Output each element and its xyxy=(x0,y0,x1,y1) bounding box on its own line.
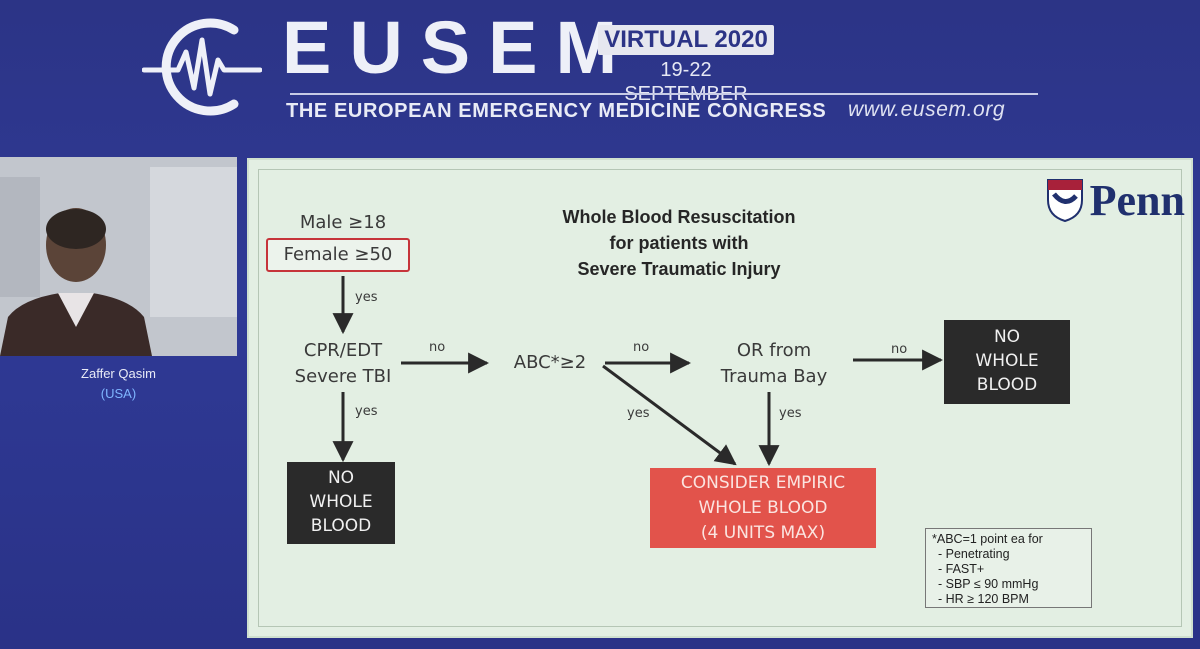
edge-label-no: no xyxy=(633,340,650,355)
empiric-line: (4 UNITS MAX) xyxy=(700,523,826,543)
empiric-line: CONSIDER EMPIRIC xyxy=(680,473,846,493)
edge-label-no: no xyxy=(891,342,908,357)
slide-title-line: Severe Traumatic Injury xyxy=(577,259,781,279)
empiric-line: WHOLE BLOOD xyxy=(698,498,828,518)
node-exclusion-line: Severe TBI xyxy=(294,366,392,387)
edge-label-no: no xyxy=(429,340,446,355)
edge-label-yes: yes xyxy=(355,404,378,419)
edge-label-yes: yes xyxy=(627,406,650,421)
node-consider-empiric-whole-blood: CONSIDER EMPIRIC WHOLE BLOOD (4 UNITS MA… xyxy=(650,468,876,548)
event-header: EUSEM VIRTUAL 2020 19-22 SEPTEMBER THE E… xyxy=(0,0,1200,150)
slide-title-line: for patients with xyxy=(609,233,749,253)
legend-heading: *ABC=1 point ea for xyxy=(932,532,1043,546)
eusem-logo-icon xyxy=(142,18,262,116)
no-blood-line: BLOOD xyxy=(310,516,372,536)
congress-name: THE EUROPEAN EMERGENCY MEDICINE CONGRESS xyxy=(286,100,827,122)
node-age-criteria-female: Female ≥50 xyxy=(266,238,410,272)
node-or-line: Trauma Bay xyxy=(720,366,828,387)
node-age-criteria-male: Male ≥18 xyxy=(299,212,387,233)
arrow-abc-to-empiric xyxy=(602,364,737,466)
node-or-line: OR from xyxy=(736,340,812,361)
legend-item: - FAST+ xyxy=(938,562,985,576)
no-blood-line: WHOLE xyxy=(975,351,1039,371)
edge-label-yes: yes xyxy=(355,290,378,305)
slide-title: Whole Blood Resuscitation for patients w… xyxy=(519,204,839,282)
speaker-country: (USA) xyxy=(100,386,137,401)
slide-title-line: Whole Blood Resuscitation xyxy=(562,207,796,227)
header-divider xyxy=(290,93,1038,95)
node-no-whole-blood-right: NO WHOLE BLOOD xyxy=(944,320,1070,404)
no-blood-line: WHOLE xyxy=(309,492,373,512)
slide-frame xyxy=(258,169,1182,627)
speaker-name: Zaffer Qasim xyxy=(81,366,156,381)
edge-label-yes: yes xyxy=(779,406,802,421)
penn-wordmark: Penn xyxy=(1089,175,1185,225)
presentation-slide: Penn Whole Blood Resuscitation for patie… xyxy=(247,158,1193,638)
website-link[interactable]: www.eusem.org xyxy=(848,98,1006,121)
no-blood-line: NO xyxy=(993,327,1021,347)
node-abc-score: ABC*≥2 xyxy=(513,352,587,373)
penn-shield-icon xyxy=(1046,179,1083,222)
flowchart-connectors xyxy=(332,276,944,467)
abc-score-legend: *ABC=1 point ea for - Penetrating - FAST… xyxy=(925,528,1092,608)
no-blood-line: NO xyxy=(327,468,355,488)
event-dates: 19-22 SEPTEMBER xyxy=(624,59,748,105)
node-or-from-trauma-bay: OR from Trauma Bay xyxy=(699,338,849,390)
node-exclusion: CPR/EDT Severe TBI xyxy=(277,338,409,390)
node-exclusion-line: CPR/EDT xyxy=(303,340,383,361)
legend-item: - HR ≥ 120 BPM xyxy=(938,592,1029,606)
no-blood-line: BLOOD xyxy=(976,375,1038,395)
node-no-whole-blood-left: NO WHOLE BLOOD xyxy=(287,462,395,544)
brand-name: EUSEM xyxy=(282,6,636,89)
penn-logo: Penn xyxy=(1046,172,1185,228)
speaker-video[interactable] xyxy=(0,157,237,356)
legend-item: - Penetrating xyxy=(938,547,1010,561)
speaker-avatar xyxy=(0,157,237,356)
edition-badge: VIRTUAL 2020 xyxy=(598,25,774,55)
legend-item: - SBP ≤ 90 mmHg xyxy=(938,577,1039,591)
